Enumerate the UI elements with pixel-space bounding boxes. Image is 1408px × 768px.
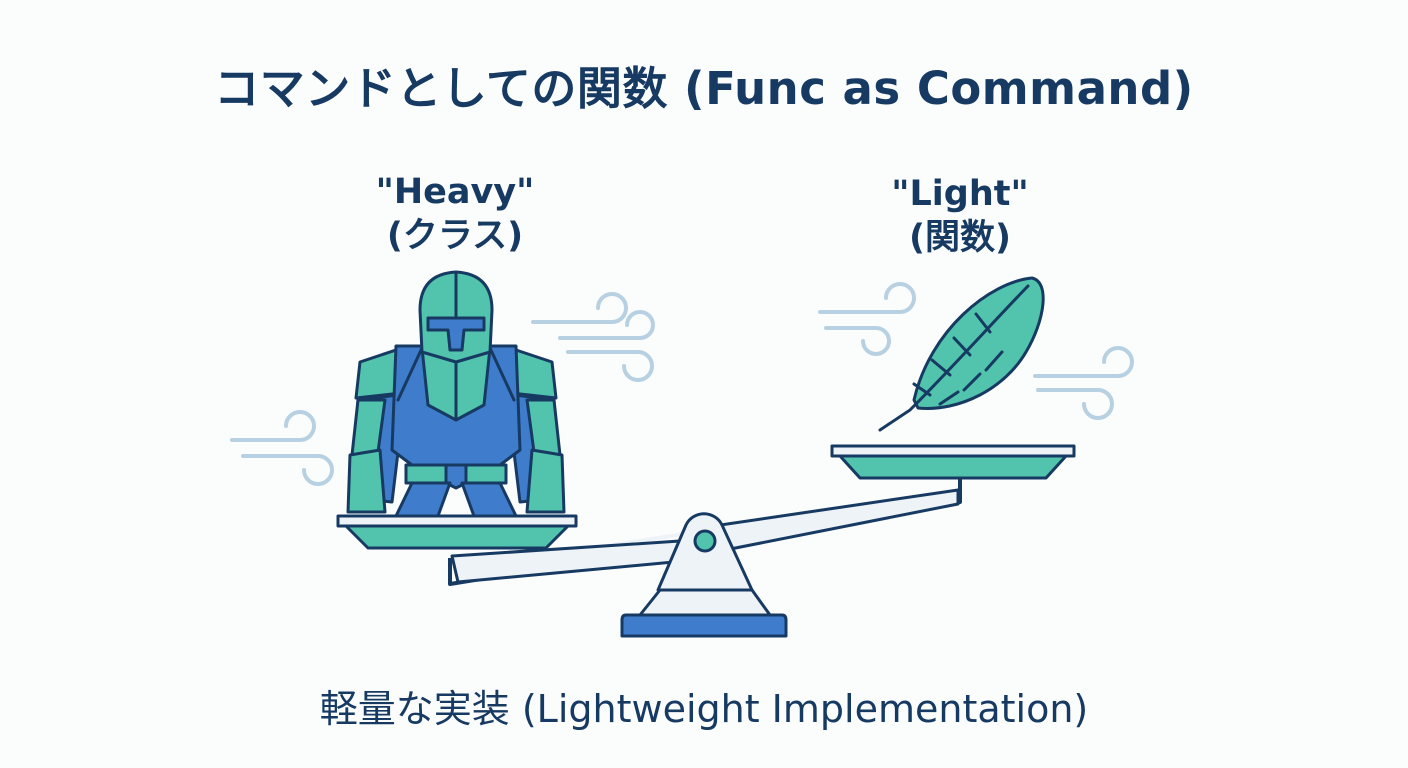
light-label-name: "Light" [891,174,1029,214]
diagram-title: コマンドとしての関数 (Func as Command) [214,62,1194,115]
wind-top-left-icon [531,292,655,382]
heavy-label: "Heavy" (クラス) [305,170,605,258]
light-label-note: (関数) [909,218,1011,258]
wind-right-icon [1033,346,1134,420]
diagram-caption: 軽量な実装 (Lightweight Implementation) [319,687,1089,731]
knight-armor-icon [346,270,566,518]
light-label: "Light" (関数) [810,172,1110,260]
wind-top-right-icon [818,282,916,356]
heavy-label-name: "Heavy" [375,172,535,212]
wind-left-icon [230,410,334,486]
wind-lines [230,282,1134,486]
heavy-label-note: (クラス) [386,216,524,256]
feather-icon [878,276,1045,432]
balance-scale-icon [336,444,1076,638]
